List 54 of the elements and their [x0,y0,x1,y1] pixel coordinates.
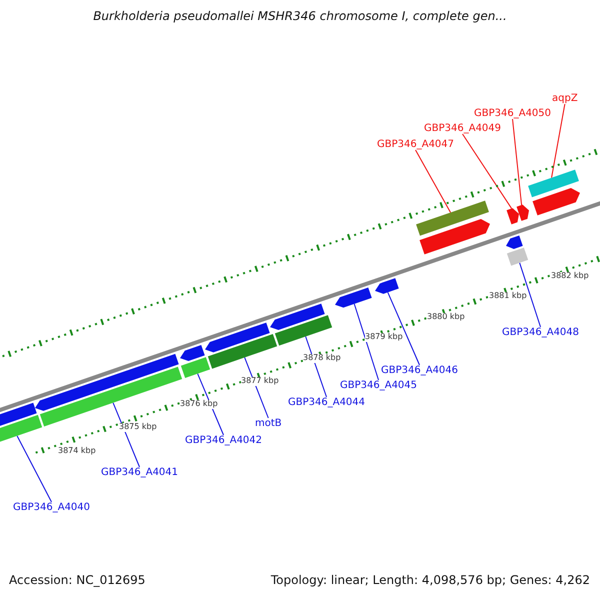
gene-label: GBP346_A4045 [340,380,418,391]
gene-block [35,354,179,411]
gene-block [0,414,42,444]
gene-block [180,357,210,378]
gene-label: GBP346_A4048 [502,327,580,338]
gene-block [180,344,205,361]
gene-block [0,402,37,426]
genome-summary-text: Topology: linear; Length: 4,098,576 bp; Genes: 4,262 [270,574,590,588]
gene-label: GBP346_A4050 [474,108,552,119]
gene-block [532,188,580,216]
gene-block [506,248,528,266]
leader-line [305,336,328,398]
scale-label: 3882 kbp [551,272,589,281]
gene-label: GBP346_A4046 [381,365,458,376]
scale-label: 3878 kbp [303,354,341,363]
gene-label: GBP346_A4049 [424,123,502,134]
scale-label: 3881 kbp [489,292,527,301]
title: Burkholderia pseudomallei MSHR346 chromosome I, complete gen... [92,10,508,24]
gene-block [375,278,399,294]
gene-label: GBP346_A4040 [13,502,90,513]
scale-label: 3874 kbp [58,447,96,456]
gene-label: GBP346_A4042 [185,435,262,446]
gene-label: aqpZ [552,93,578,104]
scale-label: 3876 kbp [180,400,218,409]
scale-label: 3880 kbp [427,313,465,322]
gene-block [335,287,372,308]
gene-block [506,235,523,249]
leader-line [197,373,224,436]
leader-line [462,134,512,209]
leader-line [112,402,140,468]
gene-block [516,204,529,221]
gene-block [270,304,325,330]
leader-line [519,262,542,328]
gene-label: GBP346_A4047 [377,139,454,150]
accession-text: Accession: NC_012695 [9,574,146,588]
scale-label: 3875 kbp [119,423,157,432]
leader-line [512,118,522,206]
leader-line [244,357,269,418]
leader-line [354,303,380,380]
gene-block [205,322,270,352]
gene-block [506,208,519,224]
gene-block [274,315,332,346]
scale-label: 3877 kbp [241,377,279,386]
leader-line [16,435,52,502]
gene-block [416,200,489,236]
gene-label: GBP346_A4044 [288,397,366,408]
leader-line [415,150,452,214]
scale-label: 3879 kbp [365,333,403,342]
gene-block [208,334,278,369]
leader-line [387,292,420,366]
gene-label: GBP346_A4041 [101,467,178,478]
gene-block [420,219,490,254]
gene-label: motB [255,418,282,429]
gene-block [528,170,579,198]
